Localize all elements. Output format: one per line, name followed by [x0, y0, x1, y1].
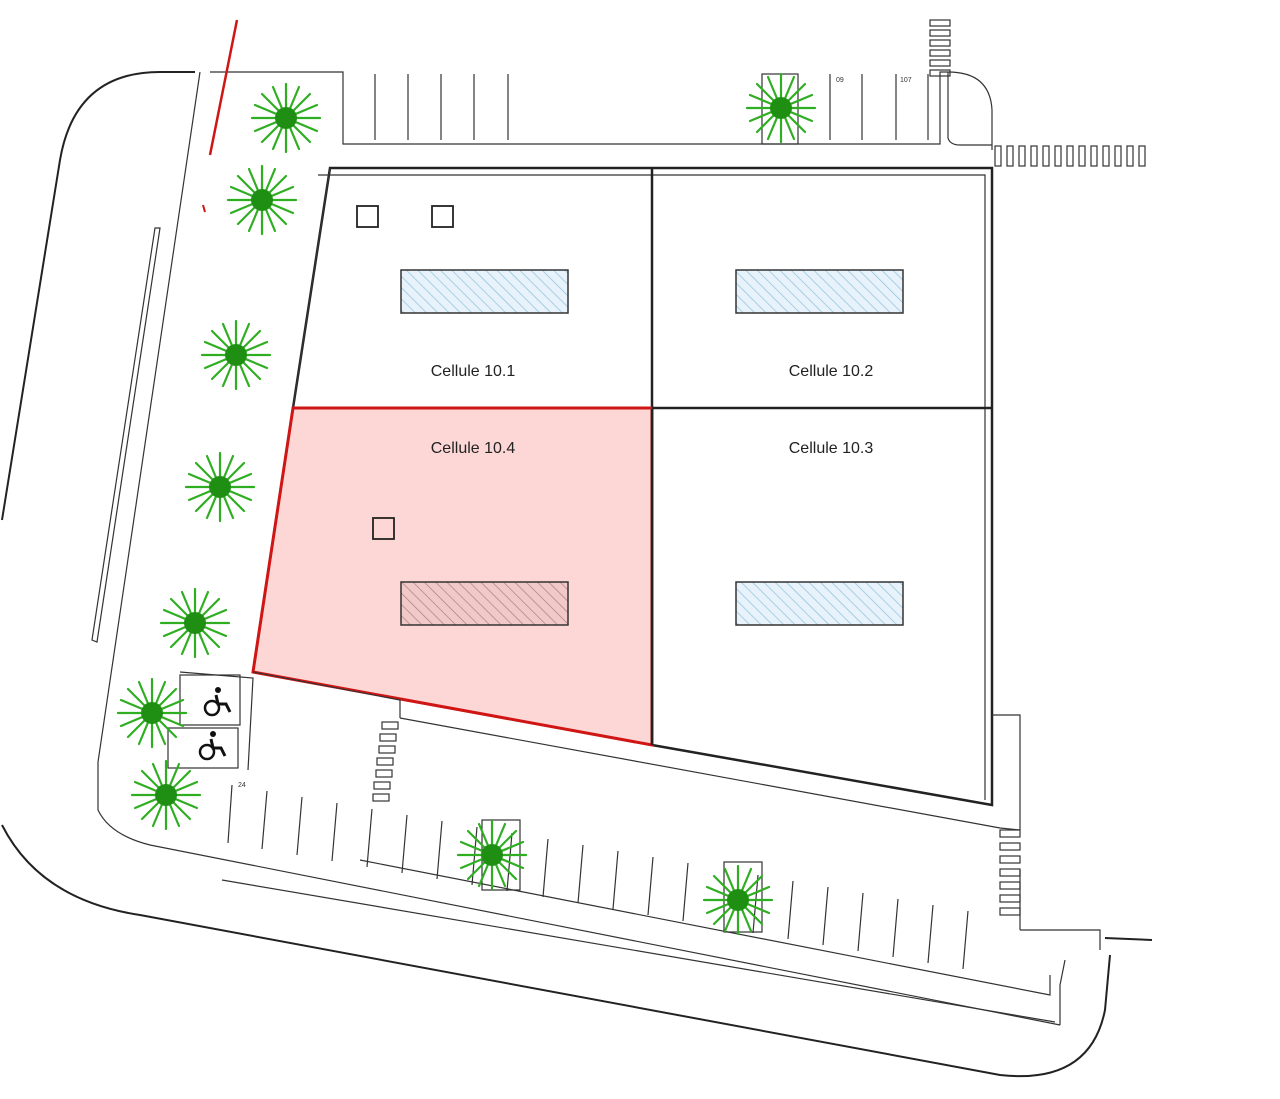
crosswalk-icon	[929, 19, 951, 77]
small-square	[356, 205, 379, 228]
road-outline	[1, 71, 1111, 1078]
tree-icon	[184, 451, 256, 523]
parking-number-left-bottom: 24	[238, 782, 246, 789]
crosswalk-icon	[999, 829, 1021, 916]
wheelchair-icon	[203, 687, 232, 717]
cell-label-10-4: Cellule 10.4	[431, 440, 516, 457]
tree-icon	[130, 759, 202, 831]
hatched-zone-10-2	[735, 269, 904, 314]
tree-icon	[200, 319, 272, 391]
parking-number-top-b: 107	[900, 77, 912, 84]
tree-icon	[226, 164, 298, 236]
small-square	[431, 205, 454, 228]
tree-icon	[702, 864, 774, 936]
cell-label-10-2: Cellule 10.2	[789, 363, 874, 380]
cell-label-10-1: Cellule 10.1	[431, 363, 516, 380]
boundary-red-line	[202, 19, 1153, 941]
tree-icon	[745, 72, 817, 144]
accessible-parking	[167, 674, 241, 769]
wheelchair-icon	[198, 731, 227, 761]
small-square	[372, 517, 395, 540]
crosswalk-icon	[994, 145, 1146, 167]
tree-icon	[456, 819, 528, 891]
cell-label-10-3: Cellule 10.3	[789, 440, 874, 457]
parking-number-top-a: 09	[836, 77, 844, 84]
parking-bottom	[227, 784, 969, 970]
tree-icon	[250, 82, 322, 154]
cell-dividers	[300, 168, 992, 745]
hatched-zone-10-4	[400, 581, 569, 626]
tree-icon	[116, 677, 188, 749]
tree-icon	[159, 587, 231, 659]
hatched-zone-10-1	[400, 269, 569, 314]
hatched-zone-10-3	[735, 581, 904, 626]
walkways	[179, 671, 1021, 831]
crosswalk-icon	[372, 721, 399, 802]
cell-10-4-area[interactable]	[251, 406, 654, 747]
parking-top	[374, 73, 929, 145]
